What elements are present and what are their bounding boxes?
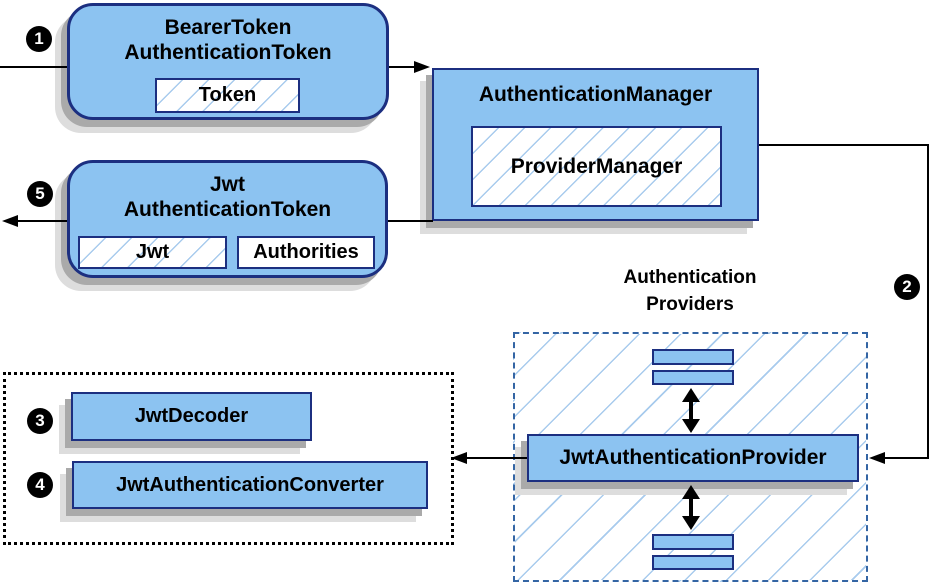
bearer-token-authentication-token-node: BearerToken AuthenticationToken Token <box>67 3 389 120</box>
authentication-manager-node: AuthenticationManager ProviderManager <box>432 68 759 221</box>
step2-badge: 2 <box>894 274 920 300</box>
provider-placeholder-bar <box>652 349 734 365</box>
jwt-authentication-converter-label: JwtAuthenticationConverter <box>116 473 384 496</box>
step2-line-vertical <box>927 144 929 458</box>
bearer-token-title-line1: BearerToken <box>164 16 292 39</box>
authentication-manager-title: AuthenticationManager <box>478 83 713 106</box>
provider-placeholder-bar <box>652 555 734 570</box>
jwt-token-title-line1: Jwt <box>209 173 245 196</box>
jwt-decoder-label: JwtDecoder <box>134 405 249 427</box>
token-field-label: Token <box>198 84 257 106</box>
provider-placeholder-bar <box>652 370 734 385</box>
authorities-field: Authorities <box>237 236 375 269</box>
step3-badge: 3 <box>27 408 53 434</box>
provider-manager-box: ProviderManager <box>471 126 722 207</box>
jwt-token-node-title: Jwt AuthenticationToken <box>70 172 385 222</box>
authentication-providers-title-line2: Providers <box>646 294 734 315</box>
jwt-authentication-converter-node: JwtAuthenticationConverter <box>72 461 428 509</box>
jwt-field: Jwt <box>78 236 227 269</box>
arrow-up-icon <box>682 485 700 499</box>
jwt-field-label: Jwt <box>135 241 170 263</box>
provider-to-converters-line <box>465 457 527 459</box>
arrow-down-icon <box>682 516 700 530</box>
token-field: Token <box>155 78 300 113</box>
step2-line-horizontal-bottom <box>884 457 929 459</box>
arrow-down-icon <box>682 419 700 433</box>
authentication-providers-title-line1: Authentication <box>623 267 757 288</box>
step1-to-manager-line <box>389 66 416 68</box>
provider-placeholder-bar <box>652 534 734 550</box>
provider-manager-label: ProviderManager <box>510 154 683 178</box>
double-arrow-vertical <box>682 485 700 530</box>
authentication-providers-group: JwtAuthenticationProvider <box>513 332 868 582</box>
double-arrow-vertical <box>682 388 700 433</box>
double-arrow-shaft <box>689 402 693 419</box>
arrow-up-icon <box>682 388 700 402</box>
step2-line-horizontal-top <box>759 144 929 146</box>
step1-request-line <box>0 66 67 68</box>
bearer-token-node-title: BearerToken AuthenticationToken <box>70 15 386 65</box>
jwt-authentication-provider-label: JwtAuthenticationProvider <box>559 446 827 469</box>
arrowhead-left-icon <box>869 452 885 464</box>
arrowhead-left-icon <box>2 215 18 227</box>
jwt-token-title-line2: AuthenticationToken <box>123 198 332 221</box>
bearer-token-title-line2: AuthenticationToken <box>124 41 332 64</box>
jwt-authentication-token-node: Jwt AuthenticationToken Jwt Authorities <box>67 160 388 278</box>
double-arrow-shaft <box>689 499 693 516</box>
step4-badge: 4 <box>27 472 53 498</box>
arrowhead-left-icon <box>451 452 467 464</box>
step1-badge: 1 <box>26 26 52 52</box>
manager-to-jwt-token-line <box>388 220 433 222</box>
jwt-decoder-node: JwtDecoder <box>71 392 312 441</box>
arrowhead-right-icon <box>414 61 430 73</box>
step5-out-line <box>16 220 67 222</box>
step5-badge: 5 <box>27 181 53 207</box>
jwt-authentication-provider-node: JwtAuthenticationProvider <box>527 434 859 482</box>
authentication-providers-title: Authentication Providers <box>540 264 840 318</box>
authorities-field-label: Authorities <box>253 241 359 263</box>
